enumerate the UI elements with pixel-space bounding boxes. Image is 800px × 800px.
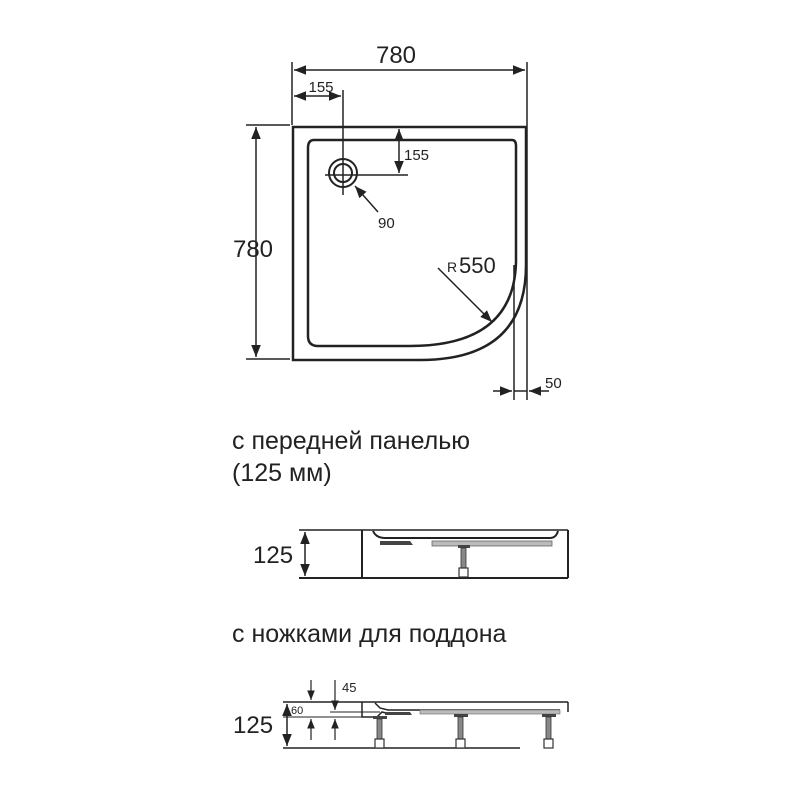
tray-outline — [291, 125, 528, 362]
height-dimension: 780 — [233, 236, 273, 263]
legs-caption: с ножками для поддона — [232, 620, 507, 648]
tray-leg — [542, 714, 556, 749]
rim-width-dimension: 50 — [545, 375, 562, 392]
radius-dimension: 550 — [459, 253, 496, 278]
legs-tray-height-dimension: 60 — [291, 705, 303, 717]
legs-view: 125 60 45 — [233, 680, 569, 749]
tray-leg — [373, 716, 387, 749]
drain-offset-x-dimension: 155 — [308, 79, 333, 96]
front-panel-caption: с передней панелью (125 мм) — [232, 425, 470, 489]
radius-prefix: R — [447, 259, 457, 275]
legs-total-height-dimension: 125 — [233, 712, 273, 739]
tray-inner-rim — [306, 138, 518, 348]
drain-diameter-dimension: 90 — [378, 215, 395, 232]
legs-gap-dimension: 45 — [342, 680, 356, 695]
front-panel-height-dimension: 125 — [253, 542, 293, 569]
plan-view: 780 155 155 90 780 R 550 50 — [233, 42, 562, 400]
tray-leg — [454, 714, 468, 749]
front-panel-caption-line2: (125 мм) — [232, 459, 332, 487]
front-panel-caption-line1: с передней панелью — [232, 427, 471, 455]
drain-offset-y-dimension: 155 — [404, 147, 429, 164]
front-panel-view: 125 — [253, 529, 569, 579]
width-dimension: 780 — [376, 42, 416, 69]
